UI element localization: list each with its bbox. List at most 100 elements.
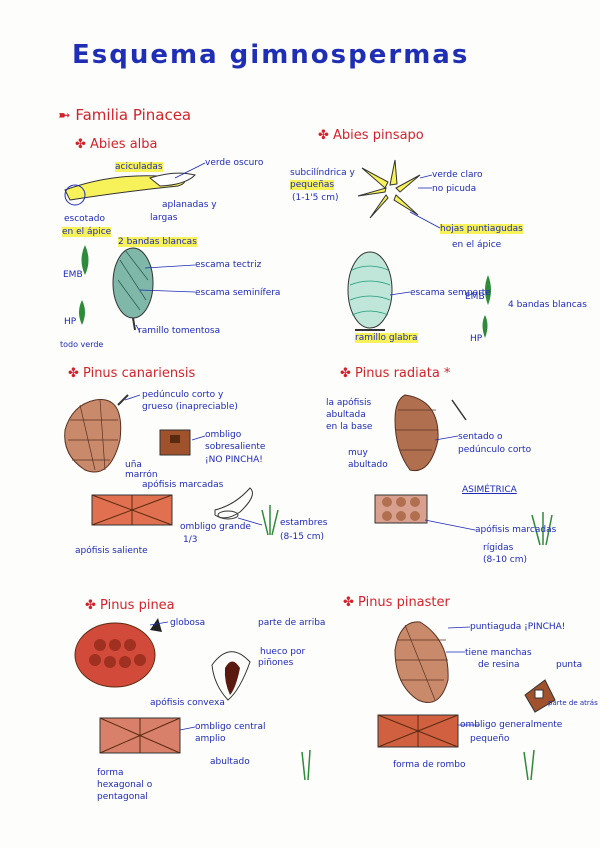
label: escotado xyxy=(64,214,105,224)
label: uña xyxy=(125,460,142,470)
abies-pinsapo-needle-icons xyxy=(482,275,491,338)
label: escama tectriz xyxy=(195,260,262,270)
label: abultado xyxy=(210,757,250,767)
abies-alba-scale xyxy=(79,245,89,325)
label: pedúnculo corto xyxy=(458,445,532,455)
label: ramillo glabra xyxy=(355,333,418,343)
label: punta xyxy=(556,660,583,670)
pinus-pinea-cone xyxy=(74,618,162,688)
label: de resina xyxy=(478,660,520,670)
label: ramillo tomentosa xyxy=(138,326,221,336)
label: ombligo generalmente xyxy=(460,720,563,730)
label: estambres xyxy=(280,518,328,528)
pinus-pinaster-needles xyxy=(523,749,535,781)
pinus-canariensis-cone xyxy=(64,394,129,473)
pinus-pinea-section xyxy=(99,717,181,754)
label: amplio xyxy=(195,734,226,744)
label: abultado xyxy=(348,460,388,470)
label: escama semperte xyxy=(410,288,491,298)
label: apófisis saliente xyxy=(75,546,148,556)
pinus-radiata-cone xyxy=(394,394,467,472)
species-pinus-pinea: ✤ Pinus pinea xyxy=(85,598,175,613)
label: 4 bandas blancas xyxy=(508,300,587,310)
species-pinus-radiata: ✤ Pinus radiata * xyxy=(340,366,451,381)
label: tiene manchas xyxy=(465,648,532,658)
pinus-canariensis-scale xyxy=(159,429,191,456)
label: globosa xyxy=(170,618,206,628)
label: 1/3 xyxy=(183,535,198,545)
label: en el ápice xyxy=(452,240,502,250)
label: marrón xyxy=(125,470,158,480)
label: ombligo xyxy=(205,430,242,440)
pinus-pinaster-cone xyxy=(394,621,449,703)
pinus-pinaster-scale xyxy=(524,679,556,713)
label: EMB xyxy=(465,292,485,302)
label: EMB xyxy=(63,270,83,280)
label: sentado o xyxy=(458,432,503,442)
label: sobresaliente xyxy=(205,442,266,452)
label: todo verde xyxy=(60,340,104,349)
label: verde oscuro xyxy=(205,158,264,168)
label: muy xyxy=(348,448,368,458)
pinus-canariensis-needles xyxy=(261,505,279,536)
label: (1-1'5 cm) xyxy=(292,193,339,203)
pinus-canariensis-section xyxy=(91,494,173,526)
label: la apófisis xyxy=(326,398,372,408)
pinus-pinea-seed xyxy=(211,651,251,701)
label: subcilíndrica y xyxy=(290,168,355,178)
label: piñones xyxy=(258,658,294,668)
pinus-pinea-needles xyxy=(301,749,311,781)
abies-alba-needle xyxy=(64,172,196,206)
label: pedúnculo corto y xyxy=(142,390,224,400)
species-pinus-canariensis: ✤ Pinus canariensis xyxy=(68,366,196,381)
label: ombligo central xyxy=(195,722,266,732)
label: ASIMÉTRICA xyxy=(462,485,517,495)
label: HP xyxy=(64,317,77,327)
label: ¡NO PINCHA! xyxy=(205,455,263,465)
label: en la base xyxy=(326,422,373,432)
abies-alba-cone xyxy=(112,247,154,331)
label: apófisis marcadas xyxy=(142,480,224,490)
family-heading: ➼ Familia Pinacea xyxy=(58,106,192,124)
label: parte de arriba xyxy=(258,618,326,628)
label: puntiaguda ¡PINCHA! xyxy=(470,622,566,632)
label: grueso (inapreciable) xyxy=(142,402,238,412)
species-abies-alba: ✤ Abies alba xyxy=(75,137,158,152)
label: apófisis convexa xyxy=(150,698,225,708)
pinus-pinaster-section xyxy=(377,714,459,748)
label: aplanadas y xyxy=(162,200,217,210)
label: ombligo grande xyxy=(180,522,251,532)
pinus-radiata-needles xyxy=(531,512,553,546)
label: apófisis marcadas xyxy=(475,525,557,535)
label: parte de atrás xyxy=(548,699,598,707)
label: pequeño xyxy=(470,734,510,744)
label: pentagonal xyxy=(97,792,148,802)
label: hexagonal o xyxy=(97,780,153,790)
label: forma xyxy=(97,768,124,778)
label: rígidas xyxy=(483,543,514,553)
label: 2 bandas blancas xyxy=(118,237,197,247)
page-title: Esquema gimnospermas xyxy=(72,40,470,70)
label: hojas puntiagudas xyxy=(440,224,523,234)
species-abies-pinsapo: ✤ Abies pinsapo xyxy=(318,128,424,143)
pinus-radiata-section xyxy=(374,494,428,524)
label: largas xyxy=(150,213,178,223)
label: en el ápice xyxy=(62,227,112,237)
abies-pinsapo-needles xyxy=(357,159,421,219)
species-pinus-pinaster: ✤ Pinus pinaster xyxy=(343,595,450,610)
label: forma de rombo xyxy=(393,760,466,770)
label: no picuda xyxy=(432,184,477,194)
label: (8-15 cm) xyxy=(280,532,325,542)
connector-lines xyxy=(124,162,480,731)
label: HP xyxy=(470,334,483,344)
label: pequeñas xyxy=(290,180,335,190)
pinus-canariensis-umbo xyxy=(214,487,253,520)
label: hueco por xyxy=(260,647,306,657)
label: verde claro xyxy=(432,170,483,180)
label: abultada xyxy=(326,410,366,420)
label: (8-10 cm) xyxy=(483,555,528,565)
abies-pinsapo-cone xyxy=(347,251,393,331)
label: aciculadas xyxy=(115,162,163,172)
